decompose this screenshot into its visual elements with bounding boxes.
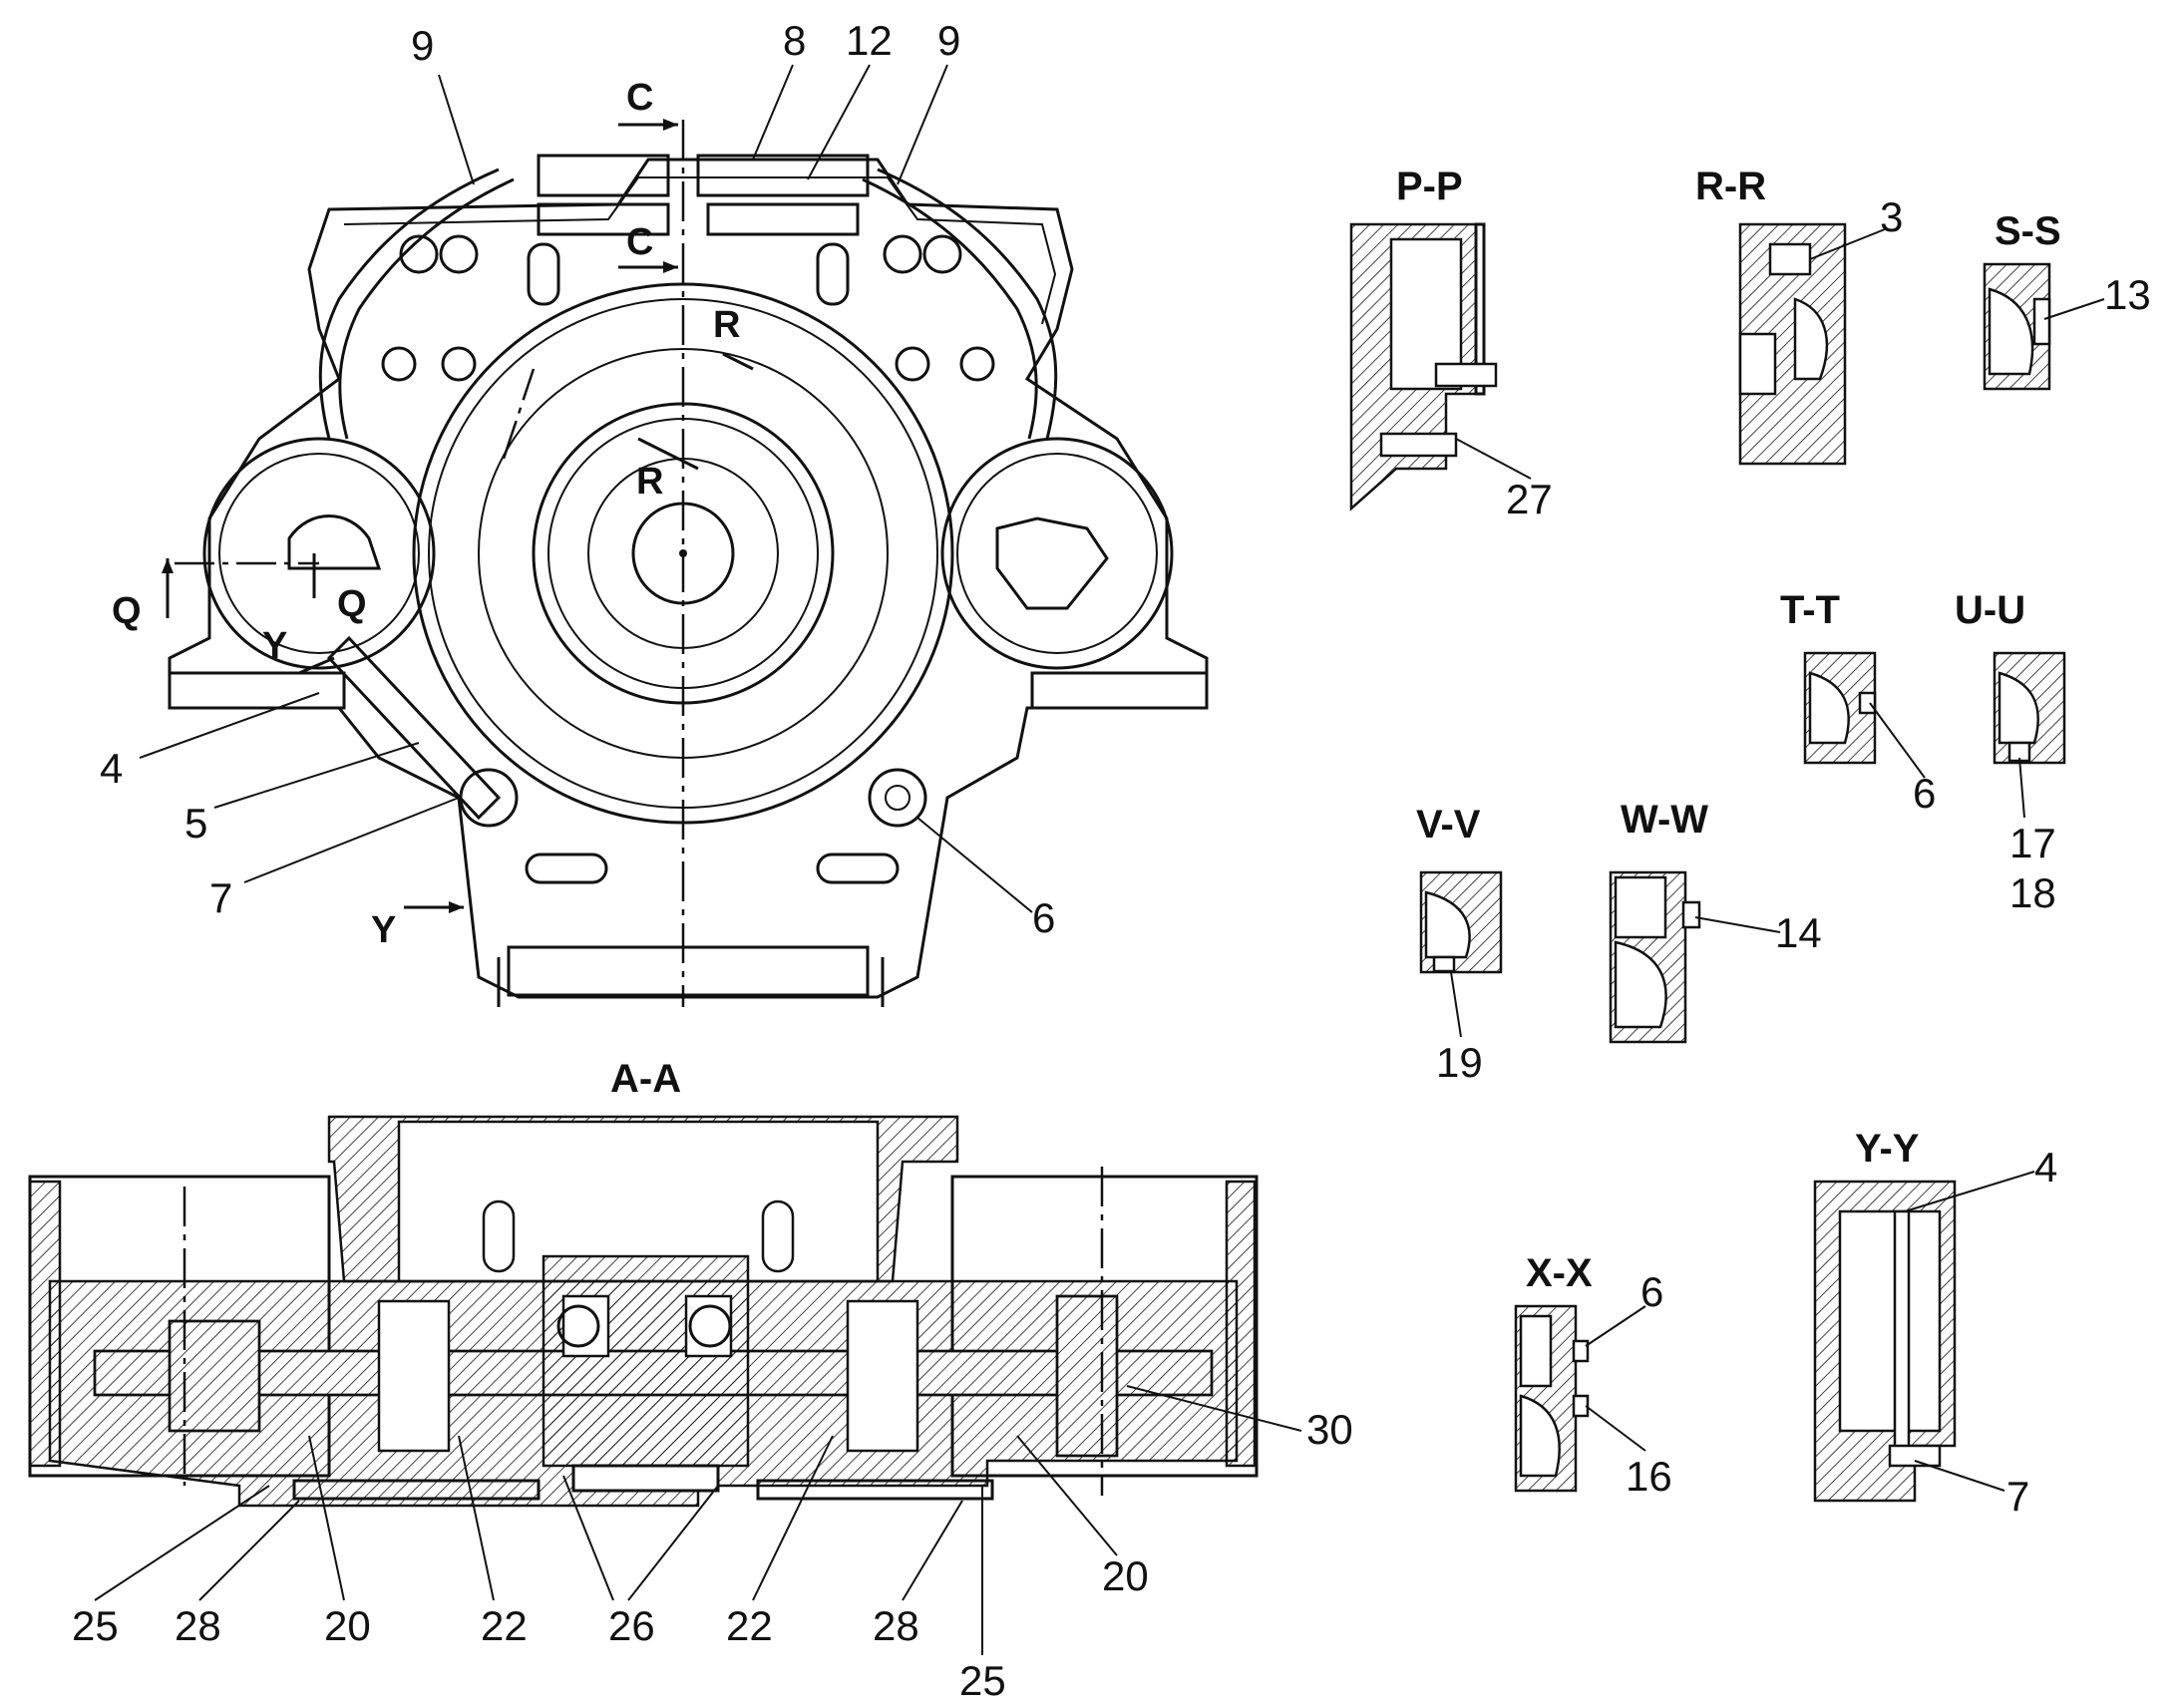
detail-u-u: U-U 17 18 (1955, 588, 2066, 916)
detail-p-p: P-P 27 (1349, 165, 1553, 522)
detail-v-v-title: V-V (1416, 803, 1481, 847)
detail-w-w-title: W-W (1621, 798, 1708, 842)
detail-t-t: T-T 6 (1780, 588, 1936, 817)
callout-25-left: 25 (72, 1602, 119, 1649)
callout-12: 12 (846, 17, 893, 64)
callout-16: 16 (1626, 1453, 1672, 1500)
callout-22-left: 22 (481, 1602, 528, 1649)
arrow-y-upper: Y (262, 625, 287, 667)
detail-v-v: V-V 19 (1416, 803, 1503, 1086)
detail-u-u-title: U-U (1955, 588, 2025, 632)
callout-9-right: 9 (937, 17, 960, 64)
detail-y-y-title: Y-Y (1855, 1127, 1920, 1171)
detail-y-y: Y-Y 4 7 (1813, 1127, 2057, 1520)
callout-20-left: 20 (324, 1602, 371, 1649)
callout-22-right: 22 (726, 1602, 773, 1649)
detail-w-w: W-W 14 (1609, 798, 1822, 1044)
detail-p-p-title: P-P (1396, 165, 1463, 208)
section-a-a-title: A-A (610, 1057, 681, 1101)
detail-x-x-title: X-X (1526, 1251, 1593, 1295)
callout-28-right: 28 (873, 1602, 919, 1649)
callout-25-right: 25 (959, 1657, 1006, 1704)
right-drum (940, 437, 1174, 670)
arrow-q-right: Q (337, 583, 367, 625)
detail-r-r-title: R-R (1695, 165, 1766, 208)
callout-18: 18 (2009, 869, 2056, 916)
callout-27: 27 (1506, 476, 1553, 522)
callout-9-left: 9 (411, 22, 434, 69)
callout-7-yy: 7 (2006, 1473, 2029, 1520)
callout-8: 8 (783, 17, 806, 64)
detail-r-r: R-R 3 (1695, 165, 1903, 466)
callout-4-yy: 4 (2034, 1144, 2057, 1191)
callout-19: 19 (1436, 1039, 1483, 1086)
callout-26: 26 (608, 1602, 655, 1649)
arrow-r-inner: R (636, 461, 663, 503)
arrow-c-top: C (626, 77, 653, 119)
detail-t-t-title: T-T (1780, 588, 1840, 632)
arrow-r-outer: R (713, 304, 740, 346)
callout-13: 13 (2104, 271, 2151, 318)
detail-s-s-title: S-S (1995, 209, 2061, 253)
detail-x-x: X-X 6 16 (1514, 1251, 1672, 1500)
callout-6-xx: 6 (1640, 1268, 1663, 1315)
arrow-y-lower: Y (371, 909, 396, 951)
callout-5: 5 (184, 800, 207, 847)
callout-3: 3 (1880, 193, 1903, 240)
callout-20-right: 20 (1102, 1552, 1149, 1599)
pipe-right (696, 154, 870, 197)
arrow-q-left: Q (112, 590, 142, 632)
main-front-view: C C R R Q Q Y Y 9 8 12 9 4 5 7 6 (100, 17, 1209, 1007)
left-drum (202, 437, 436, 670)
callout-4: 4 (100, 745, 123, 792)
callout-14: 14 (1775, 909, 1822, 956)
arrow-c-mid: C (626, 221, 653, 263)
callout-17: 17 (2009, 820, 2056, 866)
callout-30: 30 (1306, 1406, 1353, 1453)
callout-6-tt: 6 (1913, 770, 1936, 817)
section-a-a: A-A (28, 1057, 1353, 1704)
callout-6: 6 (1032, 894, 1055, 941)
pipe-left (537, 154, 670, 197)
callout-28-left: 28 (175, 1602, 221, 1649)
callout-7: 7 (209, 874, 232, 921)
detail-s-s: S-S 13 (1983, 209, 2151, 391)
